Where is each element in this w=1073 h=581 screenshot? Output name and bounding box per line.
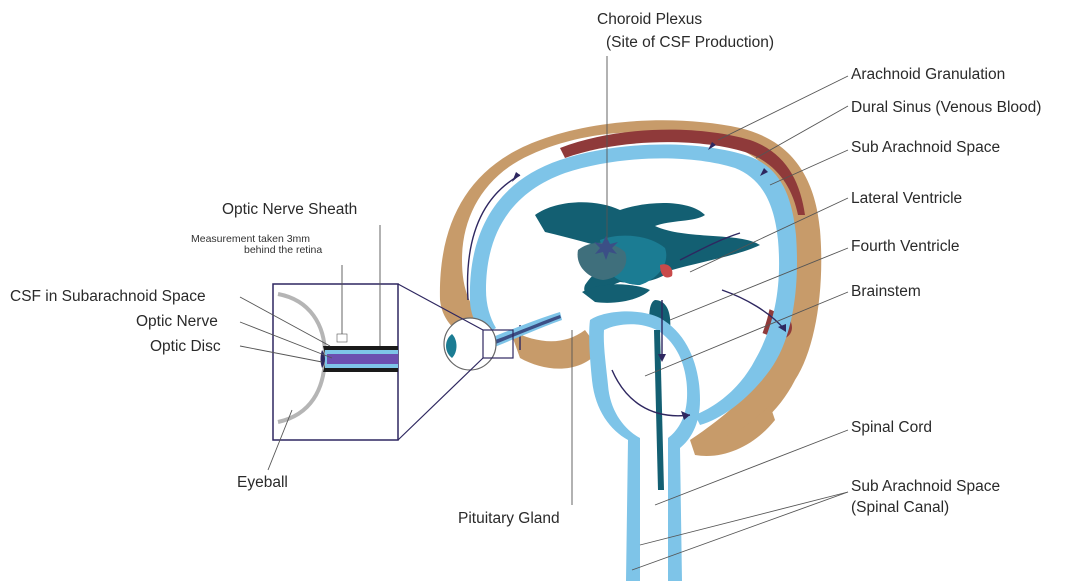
sub-arachnoid-spinal-line1: Sub Arachnoid Space <box>851 477 1000 496</box>
sub-arachnoid-space-label: Sub Arachnoid Space <box>851 138 1000 157</box>
optic-nerve-label: Optic Nerve <box>136 312 218 331</box>
optic-disc-label: Optic Disc <box>150 337 221 356</box>
measurement-line2: behind the retina <box>244 245 322 256</box>
pituitary-gland-label: Pituitary Gland <box>458 509 560 528</box>
lateral-ventricle-label: Lateral Ventricle <box>851 189 962 208</box>
sub-arachnoid-spinal-line2: (Spinal Canal) <box>851 498 949 517</box>
measurement-marker <box>337 334 347 342</box>
dural-sinus-label: Dural Sinus (Venous Blood) <box>851 98 1041 117</box>
eyeball-label: Eyeball <box>237 473 288 492</box>
skull-base <box>510 330 600 369</box>
choroid-plexus-line1: Choroid Plexus <box>597 10 702 29</box>
fourth-ventricle-label: Fourth Ventricle <box>851 237 960 256</box>
optic-nerve-sheath-label: Optic Nerve Sheath <box>222 200 357 219</box>
arachnoid-granulation-label: Arachnoid Granulation <box>851 65 1005 84</box>
choroid-plexus-line2: (Site of CSF Production) <box>606 33 774 52</box>
zoom-line-bottom <box>398 358 483 440</box>
spinal-cord-label: Spinal Cord <box>851 418 932 437</box>
choroid-plexus-label: Choroid Plexus <box>597 10 702 29</box>
zoom-optic-nerve <box>327 354 398 364</box>
csf-subarachnoid-label: CSF in Subarachnoid Space <box>10 287 206 306</box>
brainstem-label: Brainstem <box>851 282 921 301</box>
